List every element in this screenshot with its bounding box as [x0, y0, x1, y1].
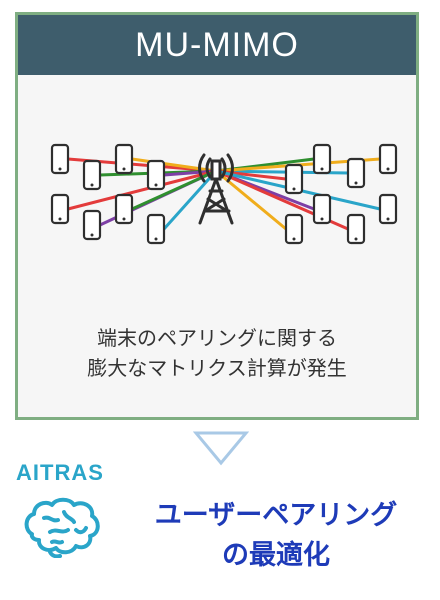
- smartphone-icon: [146, 159, 166, 191]
- smartphone-icon: [50, 193, 70, 225]
- mimo-link: [130, 157, 218, 173]
- smartphone-icon: [346, 157, 366, 189]
- brain-icon: [24, 497, 100, 558]
- mimo-link: [162, 169, 218, 231]
- smartphone-icon: [346, 213, 366, 245]
- smartphone-icon: [378, 143, 398, 175]
- caption: 端末のペアリングに関する 膨大なマトリクス計算が発生: [18, 323, 416, 383]
- smartphone-icon: [146, 213, 166, 245]
- down-triangle-icon: [193, 431, 249, 466]
- card-title: MU-MIMO: [18, 15, 416, 75]
- smartphone-icon: [284, 213, 304, 245]
- smartphone-icon: [284, 163, 304, 195]
- smartphone-icon: [50, 143, 70, 175]
- headline-line-1: ユーザーペアリング: [154, 500, 398, 531]
- optimization-headline: ユーザーペアリング の最適化: [120, 496, 432, 576]
- headline-line-2: の最適化: [222, 540, 330, 571]
- mu-mimo-card: MU-MIMO 端末のペアリングに関する 膨大なマトリクス計算が発生: [15, 12, 419, 420]
- cell-tower-icon: [198, 153, 234, 225]
- caption-line-2: 膨大なマトリクス計算が発生: [87, 356, 347, 380]
- mimo-diagram: [50, 143, 398, 245]
- smartphone-icon: [312, 193, 332, 225]
- caption-line-1: 端末のペアリングに関する: [97, 326, 337, 350]
- smartphone-icon: [378, 193, 398, 225]
- smartphone-icon: [312, 143, 332, 175]
- smartphone-icon: [114, 193, 134, 225]
- mimo-link: [66, 169, 218, 211]
- smartphone-icon: [82, 159, 102, 191]
- smartphone-icon: [82, 209, 102, 241]
- smartphone-icon: [114, 143, 134, 175]
- card-body: 端末のペアリングに関する 膨大なマトリクス計算が発生: [18, 75, 416, 417]
- brand-name: AITRAS: [16, 460, 104, 485]
